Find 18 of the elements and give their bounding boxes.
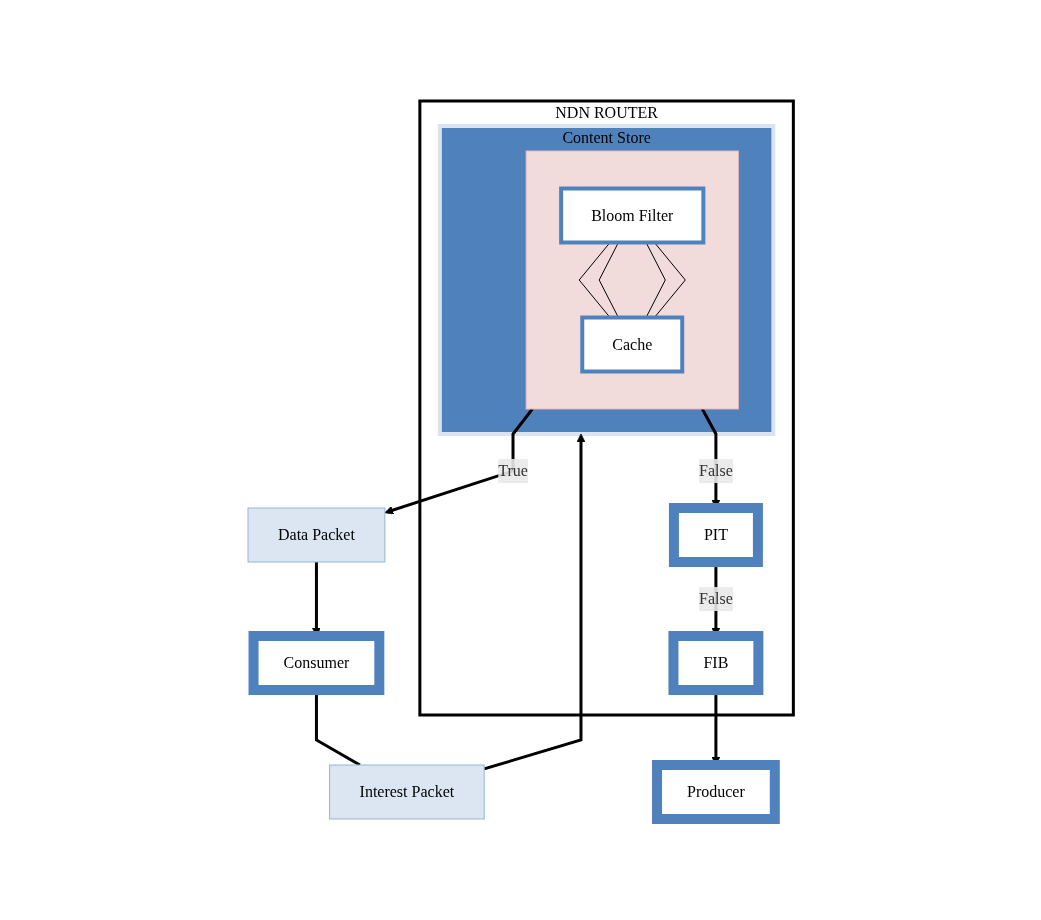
node-box: Producer [651, 760, 780, 824]
connector [645, 242, 666, 318]
node-box: Consumer [248, 631, 385, 695]
node-box: FIB [668, 631, 764, 695]
node-box: Data Packet [247, 507, 386, 563]
node-box: Cache [580, 315, 685, 374]
connector [578, 242, 611, 318]
node-box: Bloom Filter [558, 186, 706, 245]
edge-label: True [498, 462, 528, 479]
arrow [483, 433, 586, 771]
node-box: PIT [668, 503, 763, 567]
connector [653, 242, 686, 318]
cluster [525, 150, 739, 410]
edge-label: False [698, 590, 733, 607]
edge-label: False [698, 462, 733, 479]
arrow [384, 408, 534, 515]
node-box: Interest Packet [328, 764, 485, 820]
connector [598, 242, 619, 318]
